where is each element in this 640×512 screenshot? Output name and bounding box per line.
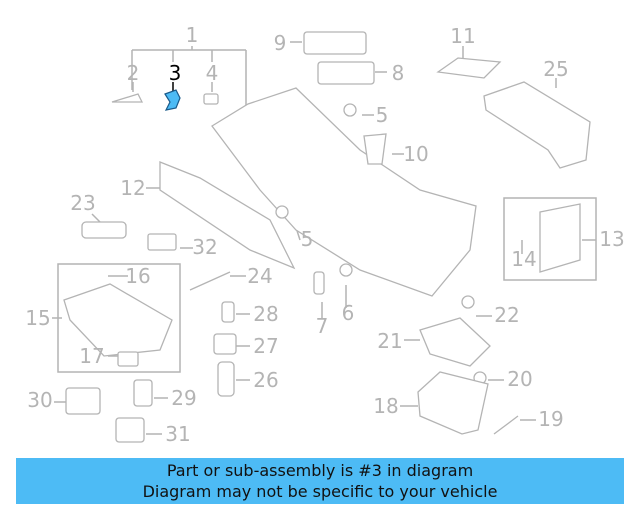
part-7-clip (313, 271, 325, 295)
label-26: 26 (253, 368, 278, 392)
part-labels: 1 2 3 4 9 8 11 25 5 10 12 23 5 32 13 14 … (25, 23, 624, 446)
part-18-shifter (417, 371, 489, 435)
part-21-bracket (419, 317, 491, 367)
label-12: 12 (120, 176, 145, 200)
part-15-group-box (57, 263, 181, 373)
part-19-sensor (493, 415, 519, 435)
part-5-screw-2 (275, 205, 289, 219)
label-16: 16 (125, 264, 150, 288)
part-31-switch (115, 417, 145, 443)
label-21: 21 (377, 329, 402, 353)
part-shapes (57, 31, 597, 443)
part-3-clip-highlighted (164, 89, 181, 111)
part-2-trim (111, 93, 144, 103)
part-24-harness (189, 271, 231, 291)
part-32-switch (147, 233, 177, 251)
part-30-switch (65, 387, 101, 415)
part-8-switch (317, 61, 375, 85)
label-5: 5 (376, 103, 389, 127)
part-26-socket (217, 361, 235, 397)
part-13-bezel (539, 203, 581, 273)
label-23: 23 (70, 191, 95, 215)
label-2: 2 (127, 61, 140, 85)
label-18: 18 (373, 394, 398, 418)
label-32: 32 (192, 235, 217, 259)
label-9: 9 (274, 31, 287, 55)
label-28: 28 (253, 302, 278, 326)
part-5-screw (343, 103, 357, 117)
label-7: 7 (316, 314, 329, 338)
part-9-panel (303, 31, 367, 55)
part-25-armrest (483, 81, 591, 169)
part-4-nut (203, 93, 219, 105)
part-12-side-panel (159, 161, 296, 270)
label-30: 30 (27, 388, 52, 412)
part-27-socket (213, 333, 237, 355)
part-10-cupholder (363, 133, 387, 165)
part-23-pad (81, 221, 127, 239)
label-6: 6 (342, 301, 355, 325)
label-29: 29 (171, 386, 196, 410)
part-29-socket (133, 379, 153, 407)
part-28-clip (221, 301, 235, 323)
banner-line-part: Part or sub-assembly is #3 in diagram (166, 461, 474, 480)
part-17-switch (117, 351, 139, 367)
label-8: 8 (392, 61, 405, 85)
label-4: 4 (206, 61, 219, 85)
part-13-group-box (503, 197, 597, 281)
banner-line-disclaimer: Diagram may not be specific to your vehi… (142, 482, 498, 501)
label-17: 17 (79, 344, 104, 368)
part-15-tray (63, 283, 173, 357)
label-25: 25 (543, 57, 568, 81)
label-13: 13 (599, 227, 624, 251)
label-20: 20 (507, 367, 532, 391)
label-31: 31 (165, 422, 190, 446)
label-24: 24 (247, 264, 272, 288)
label-27: 27 (253, 334, 278, 358)
part-11-mat (436, 57, 502, 79)
label-14: 14 (511, 247, 536, 271)
label-5-b: 5 (301, 227, 314, 251)
label-10: 10 (403, 142, 428, 166)
label-19: 19 (538, 407, 563, 431)
leader-lines (52, 41, 596, 435)
label-3-highlighted: 3 (169, 61, 182, 85)
info-banner: Part or sub-assembly is #3 in diagram Di… (16, 458, 624, 504)
label-1: 1 (186, 23, 199, 47)
part-6-screw (339, 263, 353, 277)
label-22: 22 (494, 303, 519, 327)
part-1-console (211, 87, 477, 297)
label-15: 15 (25, 306, 50, 330)
label-11: 11 (450, 24, 475, 48)
part-22-screw (461, 295, 475, 309)
